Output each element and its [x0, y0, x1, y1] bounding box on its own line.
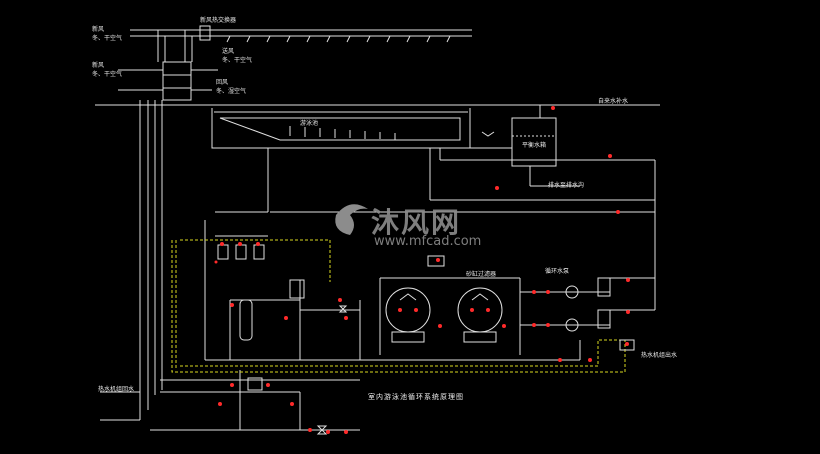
label-fresh-air-2: 新风	[92, 62, 105, 69]
label-pool: 游泳池	[300, 120, 319, 127]
drawing-title: 室内游泳池循环系统原理图	[368, 393, 464, 401]
watermark-url: www.mfcad.com	[374, 234, 482, 249]
air-duct-network	[118, 25, 472, 101]
circulation-pumps	[427, 255, 635, 351]
label-return-air: 回风	[216, 79, 229, 86]
label-hot-return: 热水机组回水	[98, 386, 135, 393]
inline-valves	[316, 131, 495, 435]
label-pump: 循环水泵	[545, 268, 570, 275]
label-humid-air: 冬、湿空气	[216, 88, 247, 95]
label-fresh-air-1: 新风	[92, 26, 105, 33]
label-dry-air-3: 冬、干空气	[222, 57, 253, 64]
label-filter: 砂缸过滤器	[466, 271, 497, 278]
watermark-brand: 沐风网	[371, 206, 462, 239]
pool-tank	[211, 108, 471, 149]
label-heat-exchanger: 新风热交换器	[200, 17, 237, 24]
piping	[100, 100, 656, 431]
label-drain: 排水至排水沟	[548, 182, 585, 189]
sand-filters	[385, 287, 503, 343]
label-supply-pipe: 自来水补水	[598, 98, 629, 105]
label-supply-air: 送风	[222, 48, 235, 55]
label-hot-water: 热水机组出水	[641, 352, 678, 359]
label-dry-air-1: 冬、干空气	[92, 35, 123, 42]
heaters	[215, 235, 305, 391]
label-dry-air-2: 冬、干空气	[92, 71, 123, 78]
valves	[214, 106, 630, 434]
balance-tank	[470, 104, 600, 187]
label-balance-tank: 平衡水箱	[522, 142, 547, 149]
control-wiring	[171, 239, 630, 373]
watermark-logo-icon	[335, 204, 368, 235]
